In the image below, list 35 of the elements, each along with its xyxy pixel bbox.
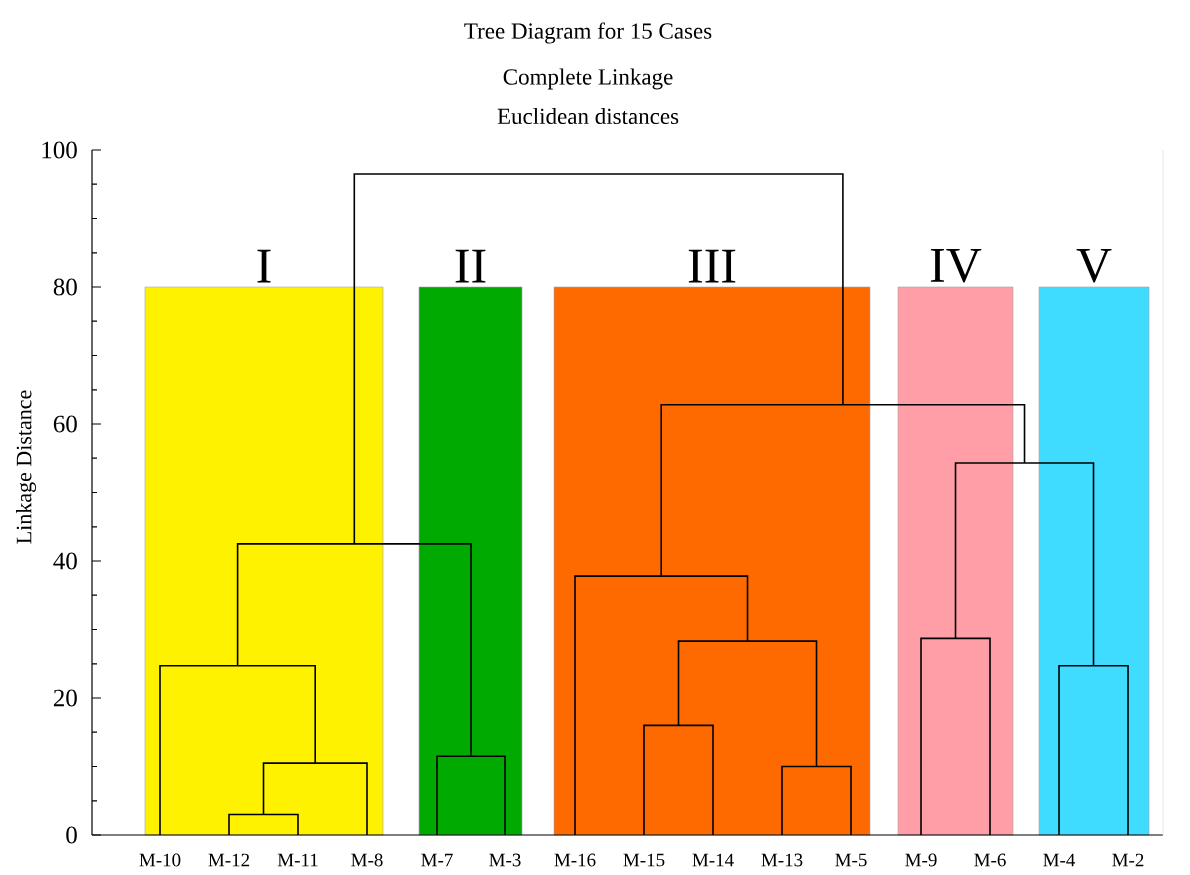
node-label: IV <box>930 249 982 283</box>
leaf-label: M-7 <box>421 853 453 867</box>
cluster-band: IV <box>897 249 1014 836</box>
leaf-label: M-8 <box>351 853 383 867</box>
leaf-label: M-9 <box>905 853 937 867</box>
chart-subtitle: Euclidean distances <box>497 107 679 125</box>
tick-label: 40 <box>53 552 77 570</box>
cluster-band: V <box>1038 249 1150 836</box>
node-label: V <box>1076 249 1112 283</box>
tick-label: 0 <box>66 826 77 844</box>
node-label: I <box>257 249 271 283</box>
cluster-band: III <box>553 249 871 836</box>
node-label: II <box>455 249 486 283</box>
leaf-label: M-13 <box>761 853 803 867</box>
chart-subtitle: Complete Linkage <box>503 68 673 90</box>
leaf-label: M-15 <box>623 853 665 867</box>
leaf-label: M-11 <box>277 853 318 867</box>
leaf-label: M-5 <box>835 853 867 867</box>
chart-title: Tree Diagram for 15 Cases <box>464 22 712 44</box>
leaf-label: M-12 <box>208 853 250 867</box>
cluster-band: II <box>418 249 523 836</box>
leaf-label: M-6 <box>974 853 1006 867</box>
cluster-band: I <box>144 249 384 836</box>
leaf-label: M-16 <box>554 853 596 867</box>
node-label: III <box>688 249 736 283</box>
axis-title: Linkage Distance <box>16 390 36 544</box>
tick-label: 100 <box>42 141 77 159</box>
leaf-label: M-2 <box>1112 853 1144 867</box>
tick-label: 20 <box>53 689 77 707</box>
leaf-label: M-10 <box>139 853 181 867</box>
tick-label: 80 <box>53 278 77 296</box>
leaf-label: M-4 <box>1043 853 1076 867</box>
leaf-label: M-3 <box>489 853 521 867</box>
tick-label: 60 <box>53 415 77 433</box>
leaf-label: M-14 <box>692 853 734 867</box>
